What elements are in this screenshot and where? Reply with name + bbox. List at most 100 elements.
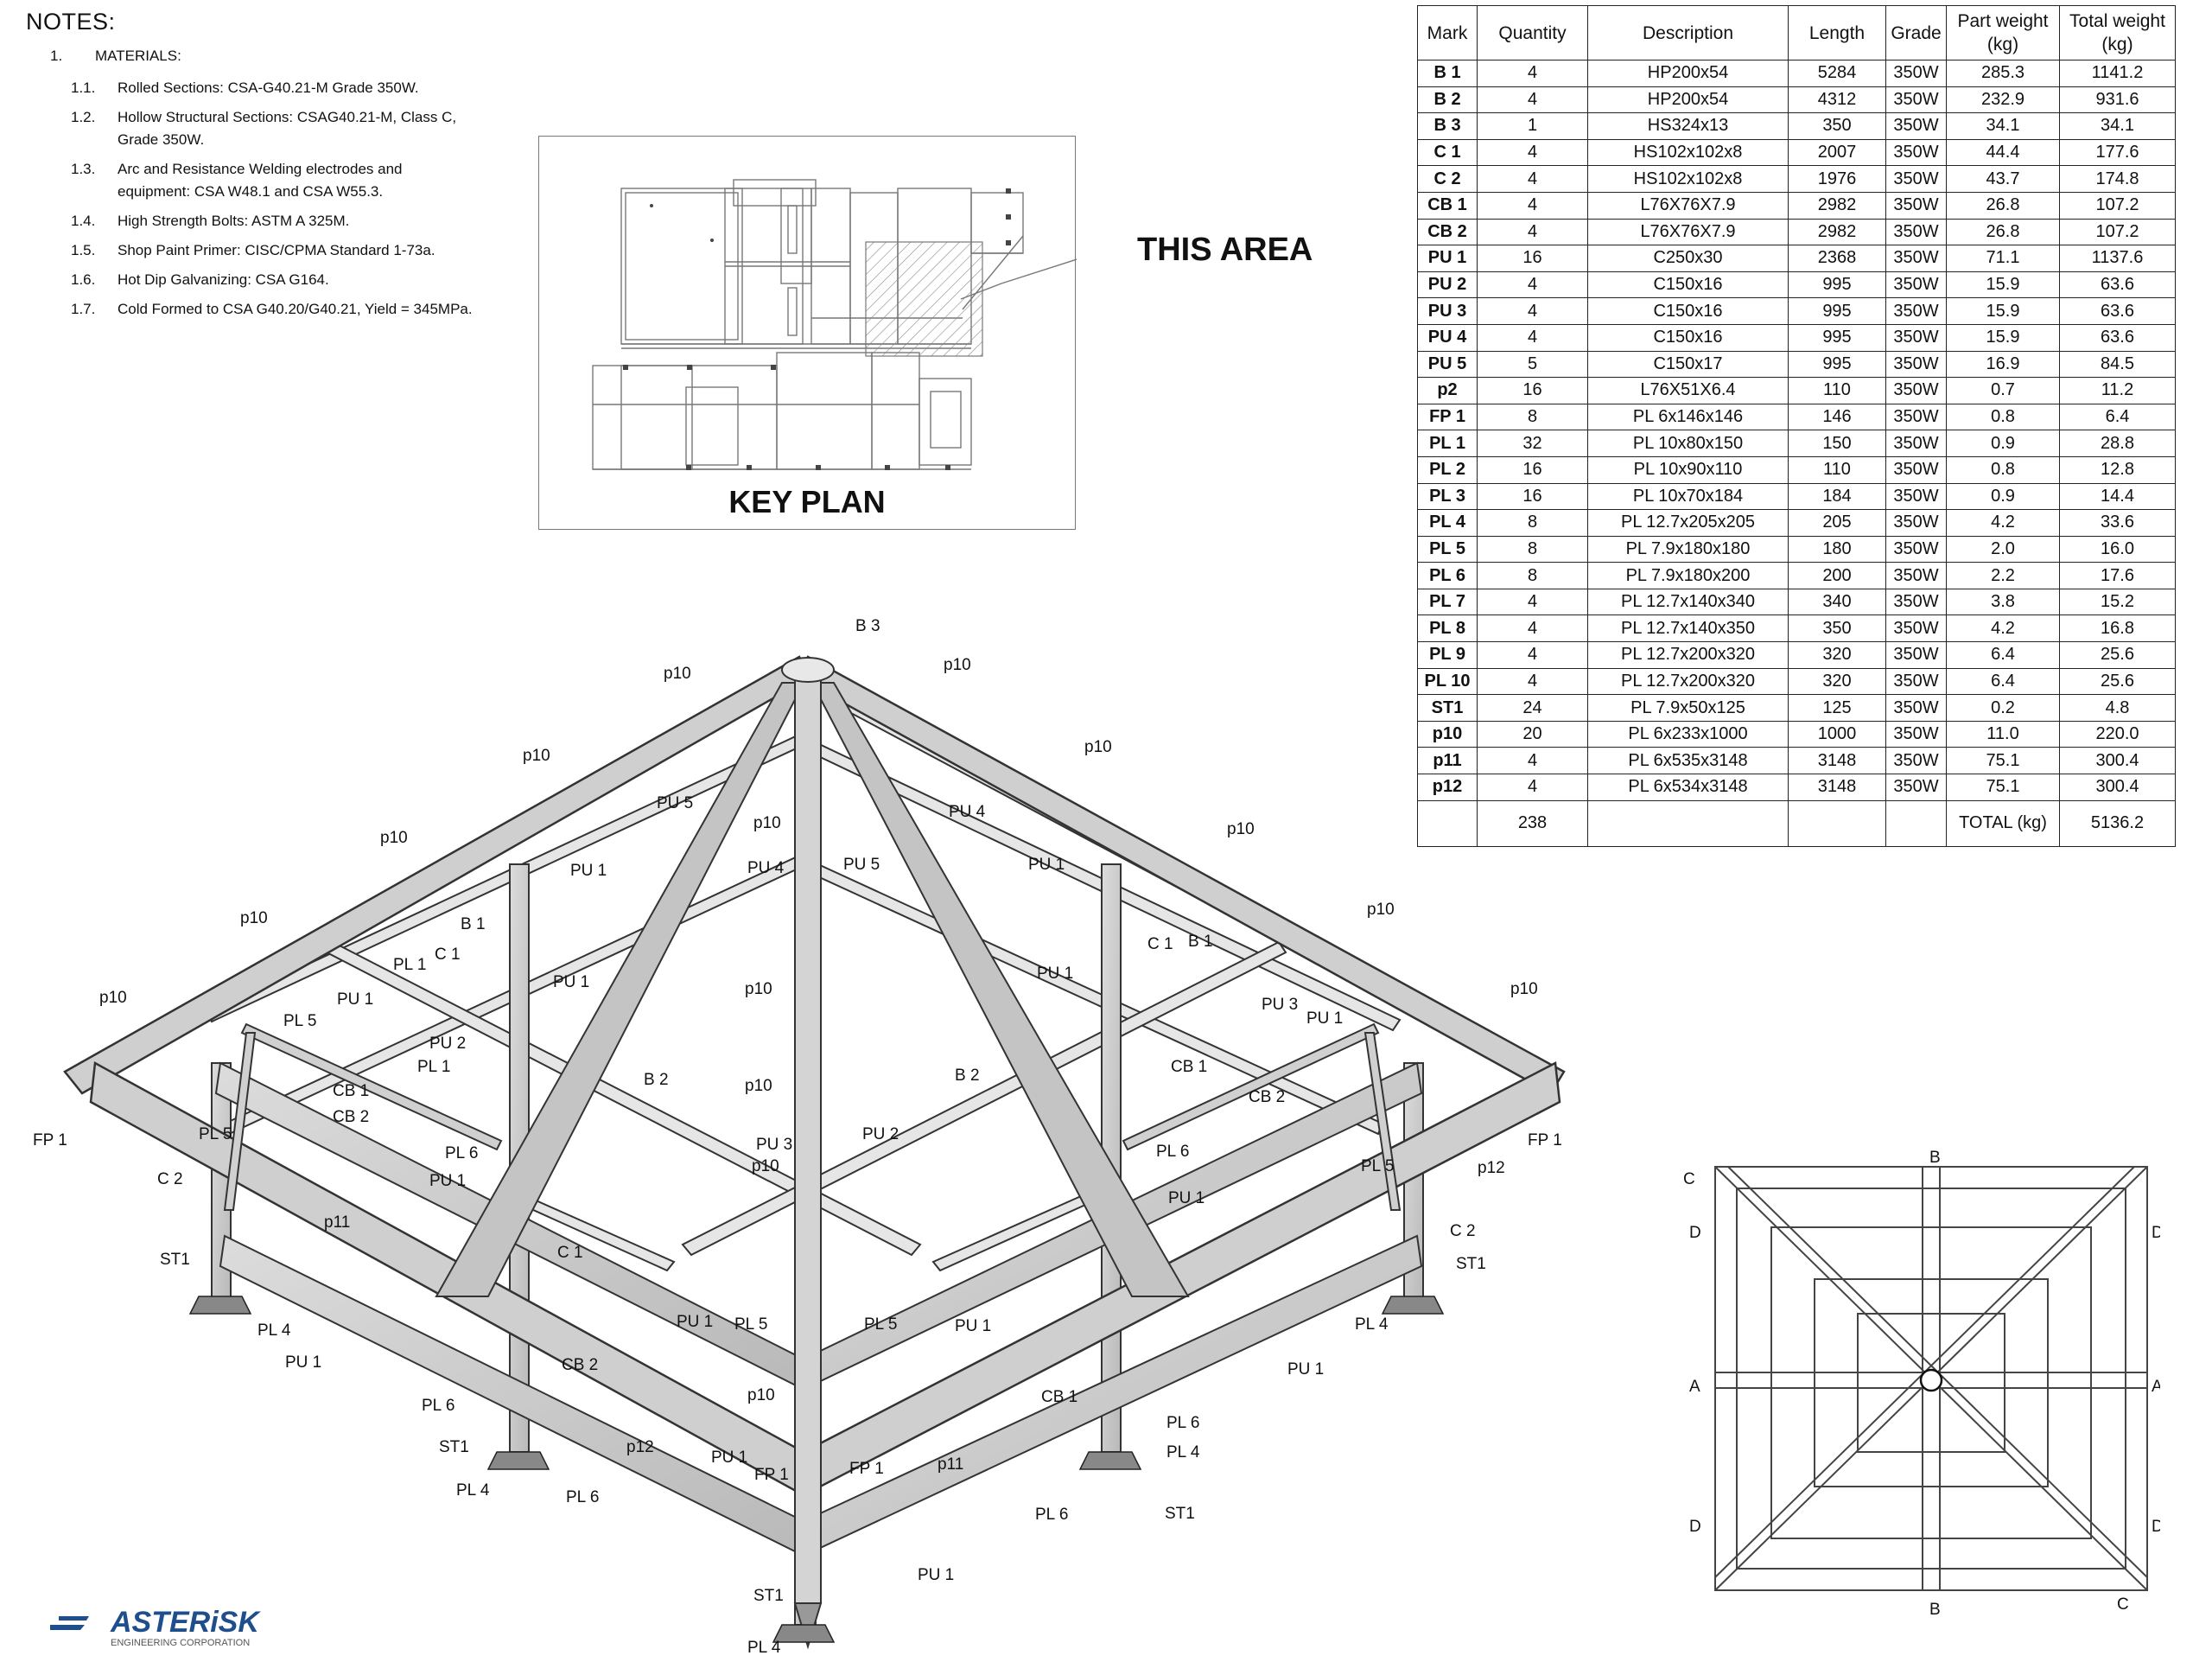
label-pl4: PL 4	[257, 1321, 291, 1340]
table-cell: 16	[1477, 377, 1588, 404]
table-cell: 44.4	[1946, 138, 2060, 167]
label-fp1: FP 1	[33, 1131, 67, 1149]
note-number: 1.5.	[71, 242, 96, 258]
note-text: High Strength Bolts: ASTM A 325M.	[118, 213, 350, 229]
table-cell: 4	[1477, 60, 1588, 87]
label-pu1: PU 1	[918, 1566, 954, 1584]
table-cell: 350W	[1885, 138, 1947, 167]
table-cell: 2982	[1788, 218, 1886, 246]
label-pl6: PL 6	[566, 1488, 599, 1506]
note-text: Shop Paint Primer: CISC/CPMA Standard 1-…	[118, 242, 435, 258]
section-mark-d: D	[1689, 1518, 1701, 1536]
plan-view-drawing: B B A A D D D D C C	[1683, 1149, 2160, 1619]
table-cell: 174.8	[2059, 165, 2176, 193]
header-quantity: Quantity	[1477, 5, 1588, 60]
label-st1: ST1	[1165, 1505, 1195, 1523]
table-cell: PL 5	[1417, 535, 1478, 564]
table-cell: 350W	[1885, 430, 1947, 457]
table-cell: p2	[1417, 377, 1478, 404]
table-cell: 350W	[1885, 377, 1947, 404]
table-cell: 75.1	[1946, 747, 2060, 775]
table-cell: 26.8	[1946, 191, 2060, 220]
label-pu1: PU 1	[553, 973, 589, 991]
header-mark: Mark	[1417, 5, 1478, 60]
table-cell: 25.6	[2059, 667, 2176, 696]
table-cell: 931.6	[2059, 86, 2176, 114]
table-cell: 16	[1477, 482, 1588, 511]
label-pu1: PU 1	[429, 1172, 466, 1190]
section-mark-d: D	[2152, 1224, 2160, 1242]
table-cell: 350W	[1885, 191, 1947, 220]
table-cell: PL 12.7x205x205	[1587, 509, 1789, 537]
label-st1: ST1	[160, 1251, 190, 1269]
table-cell: C 1	[1417, 138, 1478, 167]
table-cell: 995	[1788, 323, 1886, 352]
header-description: Description	[1587, 5, 1789, 60]
table-cell: 6.4	[1946, 667, 2060, 696]
label-fp1: FP 1	[849, 1460, 884, 1478]
table-cell: PL 2	[1417, 455, 1478, 484]
table-cell: 28.8	[2059, 430, 2176, 457]
table-cell: 2368	[1788, 245, 1886, 272]
section-number: 1.	[50, 48, 63, 64]
note-number: 1.1.	[71, 80, 96, 96]
section-mark-b: B	[1929, 1601, 1941, 1619]
label-p10: p10	[752, 1157, 779, 1175]
label-fp1: FP 1	[1528, 1131, 1562, 1149]
label-b1: B 1	[1188, 933, 1213, 951]
table-cell: 350	[1788, 112, 1886, 140]
table-cell: PL 7.9x50x125	[1587, 694, 1789, 722]
table-cell: 12.8	[2059, 455, 2176, 484]
table-cell: PL 10x90x110	[1587, 455, 1789, 484]
table-cell: 0.7	[1946, 377, 2060, 404]
table-cell: 1137.6	[2059, 245, 2176, 272]
label-p10: p10	[240, 909, 268, 927]
table-cell: 15.9	[1946, 297, 2060, 325]
table-cell: 8	[1477, 509, 1588, 537]
label-b2: B 2	[644, 1071, 669, 1089]
label-st1: ST1	[439, 1438, 469, 1456]
table-cell: 350W	[1885, 60, 1947, 87]
table-cell: 340	[1788, 588, 1886, 616]
table-cell: 107.2	[2059, 191, 2176, 220]
table-cell: PL 7.9x180x180	[1587, 535, 1789, 564]
notes-section: 1. MATERIALS:	[50, 48, 544, 65]
table-cell: PL 3	[1417, 482, 1478, 511]
label-p10: p10	[380, 829, 408, 847]
label-st1: ST1	[753, 1587, 784, 1605]
note-text: Hollow Structural Sections: CSAG40.21-M,…	[118, 109, 457, 148]
label-p11: p11	[938, 1455, 963, 1474]
label-c1: C 1	[557, 1244, 583, 1262]
label-c1: C 1	[435, 946, 461, 964]
table-cell: 4	[1477, 297, 1588, 325]
table-cell: 2007	[1788, 138, 1886, 167]
label-cb2: CB 2	[562, 1356, 598, 1374]
table-cell: 0.9	[1946, 430, 2060, 457]
label-pu1: PU 1	[337, 990, 373, 1009]
logo-mark: ASTERiSK ENGINEERING CORPORATION	[50, 1606, 261, 1648]
label-pu2: PU 2	[862, 1125, 899, 1143]
table-cell: 26.8	[1946, 218, 2060, 246]
table-cell: PU 5	[1417, 350, 1478, 379]
table-header-row: Mark Quantity Description Length Grade P…	[1417, 5, 2176, 60]
table-cell: 15.2	[2059, 588, 2176, 616]
bill-of-materials-table: Mark Quantity Description Length Grade P…	[1417, 5, 2176, 847]
note-text: Hot Dip Galvanizing: CSA G164.	[118, 271, 329, 288]
table-cell: C150x17	[1587, 350, 1789, 379]
table-cell: 6.4	[2059, 403, 2176, 431]
table-cell: 350W	[1885, 509, 1947, 537]
label-pu3: PU 3	[1262, 996, 1298, 1014]
label-p10: p10	[944, 656, 971, 674]
table-cell: 16	[1477, 455, 1588, 484]
table-cell: FP 1	[1417, 403, 1478, 431]
